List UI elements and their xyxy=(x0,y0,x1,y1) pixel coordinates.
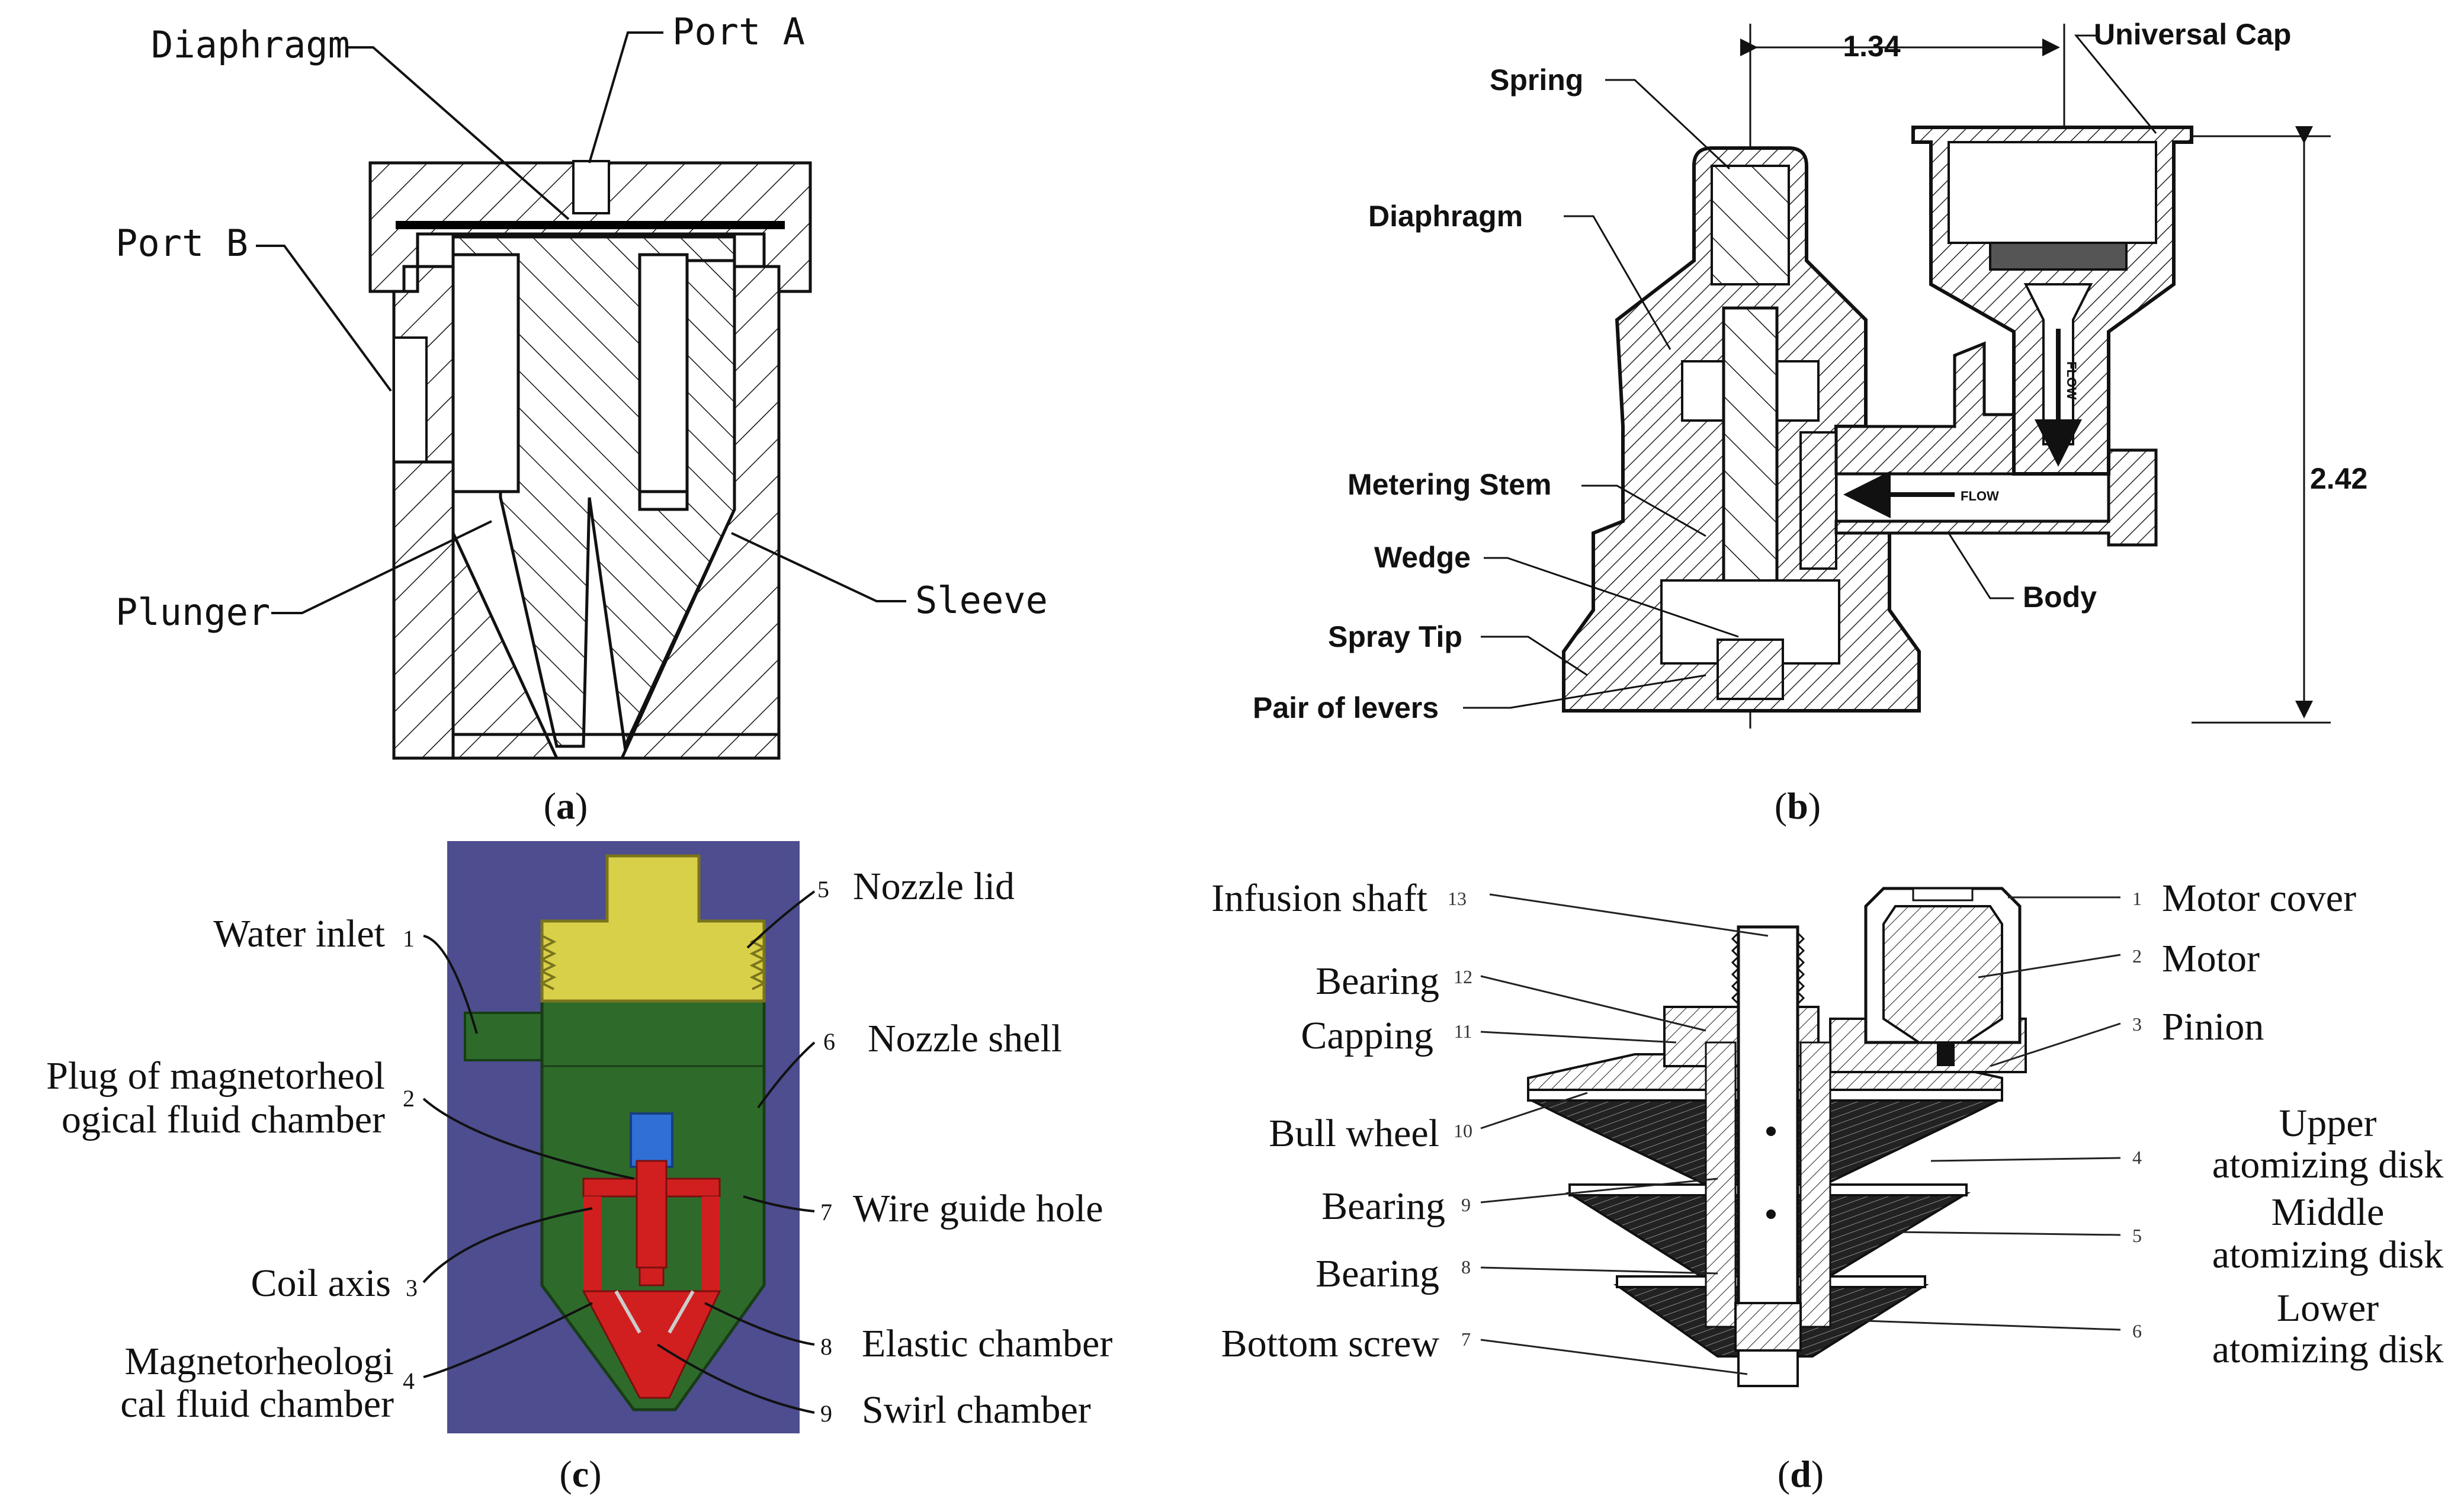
label-wedge: Wedge xyxy=(1374,541,1471,574)
number-8-d: 8 xyxy=(1461,1256,1471,1278)
caption-d: (d) xyxy=(1778,1453,1824,1495)
number-13-d: 13 xyxy=(1448,888,1467,909)
number-2-d: 2 xyxy=(2132,945,2142,967)
plug-rod xyxy=(630,1112,673,1168)
label-nozzle-shell: Nozzle shell xyxy=(868,1017,1062,1060)
number-4-d: 4 xyxy=(2132,1147,2142,1168)
label-coil-axis: Coil axis xyxy=(251,1262,391,1305)
panel-d-drawing xyxy=(1527,887,2027,1387)
label-plug-line-2: ogical fluid chamber xyxy=(62,1098,385,1141)
label-plunger: Plunger xyxy=(116,591,270,634)
number-9-d: 9 xyxy=(1461,1194,1471,1215)
number-7-d: 7 xyxy=(1461,1329,1471,1350)
label-mr-chamber-line-2: cal fluid chamber xyxy=(120,1382,394,1426)
number-8-c: 8 xyxy=(820,1333,832,1360)
number-6-c: 6 xyxy=(823,1028,835,1055)
label-upper-line-1: Upper xyxy=(2279,1102,2377,1145)
label-nozzle-lid: Nozzle lid xyxy=(853,865,1015,908)
number-1-c: 1 xyxy=(403,925,415,952)
number-12-d: 12 xyxy=(1454,966,1472,987)
water-inlet-pipe xyxy=(464,1012,543,1061)
mr-fluid-chamber xyxy=(582,1290,721,1399)
label-middle-line-2: atomizing disk xyxy=(2212,1233,2443,1276)
label-plug-line-1: Plug of magnetorheol xyxy=(46,1054,385,1098)
label-lower-line-1: Lower xyxy=(2277,1286,2379,1330)
label-spring: Spring xyxy=(1490,63,1583,97)
dimension-width: 1.34 xyxy=(1843,30,1901,63)
label-port-b: Port B xyxy=(116,222,248,265)
number-11-d: 11 xyxy=(1454,1021,1472,1042)
label-mr-chamber-line-1: Magnetorheologi xyxy=(124,1340,394,1383)
number-6-d: 6 xyxy=(2132,1320,2142,1342)
label-motor-cover: Motor cover xyxy=(2162,877,2356,920)
panel-d: Infusion shaft 13 Bearing 12 Capping 11 … xyxy=(1211,877,2443,1495)
motor xyxy=(1882,905,2003,1044)
label-bull-wheel: Bull wheel xyxy=(1269,1112,1439,1155)
number-3-d: 3 xyxy=(2132,1013,2142,1035)
bottom-screw xyxy=(1734,1302,1802,1352)
label-port-a: Port A xyxy=(672,10,805,53)
label-capping: Capping xyxy=(1301,1014,1433,1057)
label-bearing-12: Bearing xyxy=(1316,960,1439,1003)
panel-a-drawing xyxy=(368,160,812,760)
flow-label-vertical: FLOW xyxy=(2064,361,2079,400)
label-upper-line-2: atomizing disk xyxy=(2212,1143,2443,1186)
label-wire-guide-hole: Wire guide hole xyxy=(853,1187,1103,1230)
port-a-opening xyxy=(572,160,610,214)
caption-a: (a) xyxy=(544,785,588,827)
nozzle-lid xyxy=(540,854,766,1003)
label-lower-line-2: atomizing disk xyxy=(2212,1328,2443,1371)
number-4-c: 4 xyxy=(403,1368,415,1394)
label-swirl-chamber: Swirl chamber xyxy=(862,1388,1091,1432)
number-5-d: 5 xyxy=(2132,1225,2142,1246)
number-5-c: 5 xyxy=(817,876,829,903)
panel-b-drawing: FLOW FLOW xyxy=(1562,24,2331,729)
number-7-c: 7 xyxy=(820,1199,832,1225)
label-bearing-9: Bearing xyxy=(1321,1185,1445,1228)
label-diaphragm-b: Diaphragm xyxy=(1368,200,1523,233)
label-elastic-chamber: Elastic chamber xyxy=(862,1322,1112,1365)
label-motor: Motor xyxy=(2162,937,2260,980)
pinion xyxy=(1937,1042,1955,1066)
caption-b: (b) xyxy=(1775,785,1821,827)
number-1-d: 1 xyxy=(2132,888,2142,909)
flow-label-horizontal: FLOW xyxy=(1961,489,1999,503)
panel-b: FLOW FLOW Spring Diaphragm Metering Stem… xyxy=(1253,18,2367,827)
label-infusion-shaft: Infusion shaft xyxy=(1211,877,1427,920)
number-2-c: 2 xyxy=(403,1085,415,1112)
label-bottom-screw: Bottom screw xyxy=(1221,1322,1440,1365)
label-middle-line-1: Middle xyxy=(2272,1191,2385,1234)
number-9-c: 9 xyxy=(820,1400,832,1427)
panel-c: Water inlet 1 Plug of magnetorheol ogica… xyxy=(46,841,1112,1495)
caption-c: (c) xyxy=(559,1453,601,1495)
panel-c-drawing xyxy=(447,841,800,1433)
label-universal-cap: Universal Cap xyxy=(2094,18,2291,51)
number-3-c: 3 xyxy=(406,1275,418,1301)
label-diaphragm-a: Diaphragm xyxy=(151,23,350,66)
infusion-shaft xyxy=(1737,925,1799,1308)
panel-a: Diaphragm Port A Port B Plunger Sleeve (… xyxy=(116,10,1048,827)
label-pinion: Pinion xyxy=(2162,1005,2264,1048)
label-pair-of-levers: Pair of levers xyxy=(1253,691,1439,724)
label-spray-tip: Spray Tip xyxy=(1328,620,1462,653)
dimension-height: 2.42 xyxy=(2310,462,2367,495)
label-body: Body xyxy=(2023,580,2097,614)
port-b-opening xyxy=(393,336,428,463)
label-metering-stem: Metering Stem xyxy=(1348,468,1552,501)
label-sleeve: Sleeve xyxy=(915,579,1048,622)
label-water-inlet: Water inlet xyxy=(213,912,385,955)
number-10-d: 10 xyxy=(1454,1120,1472,1141)
label-bearing-8: Bearing xyxy=(1316,1252,1439,1295)
